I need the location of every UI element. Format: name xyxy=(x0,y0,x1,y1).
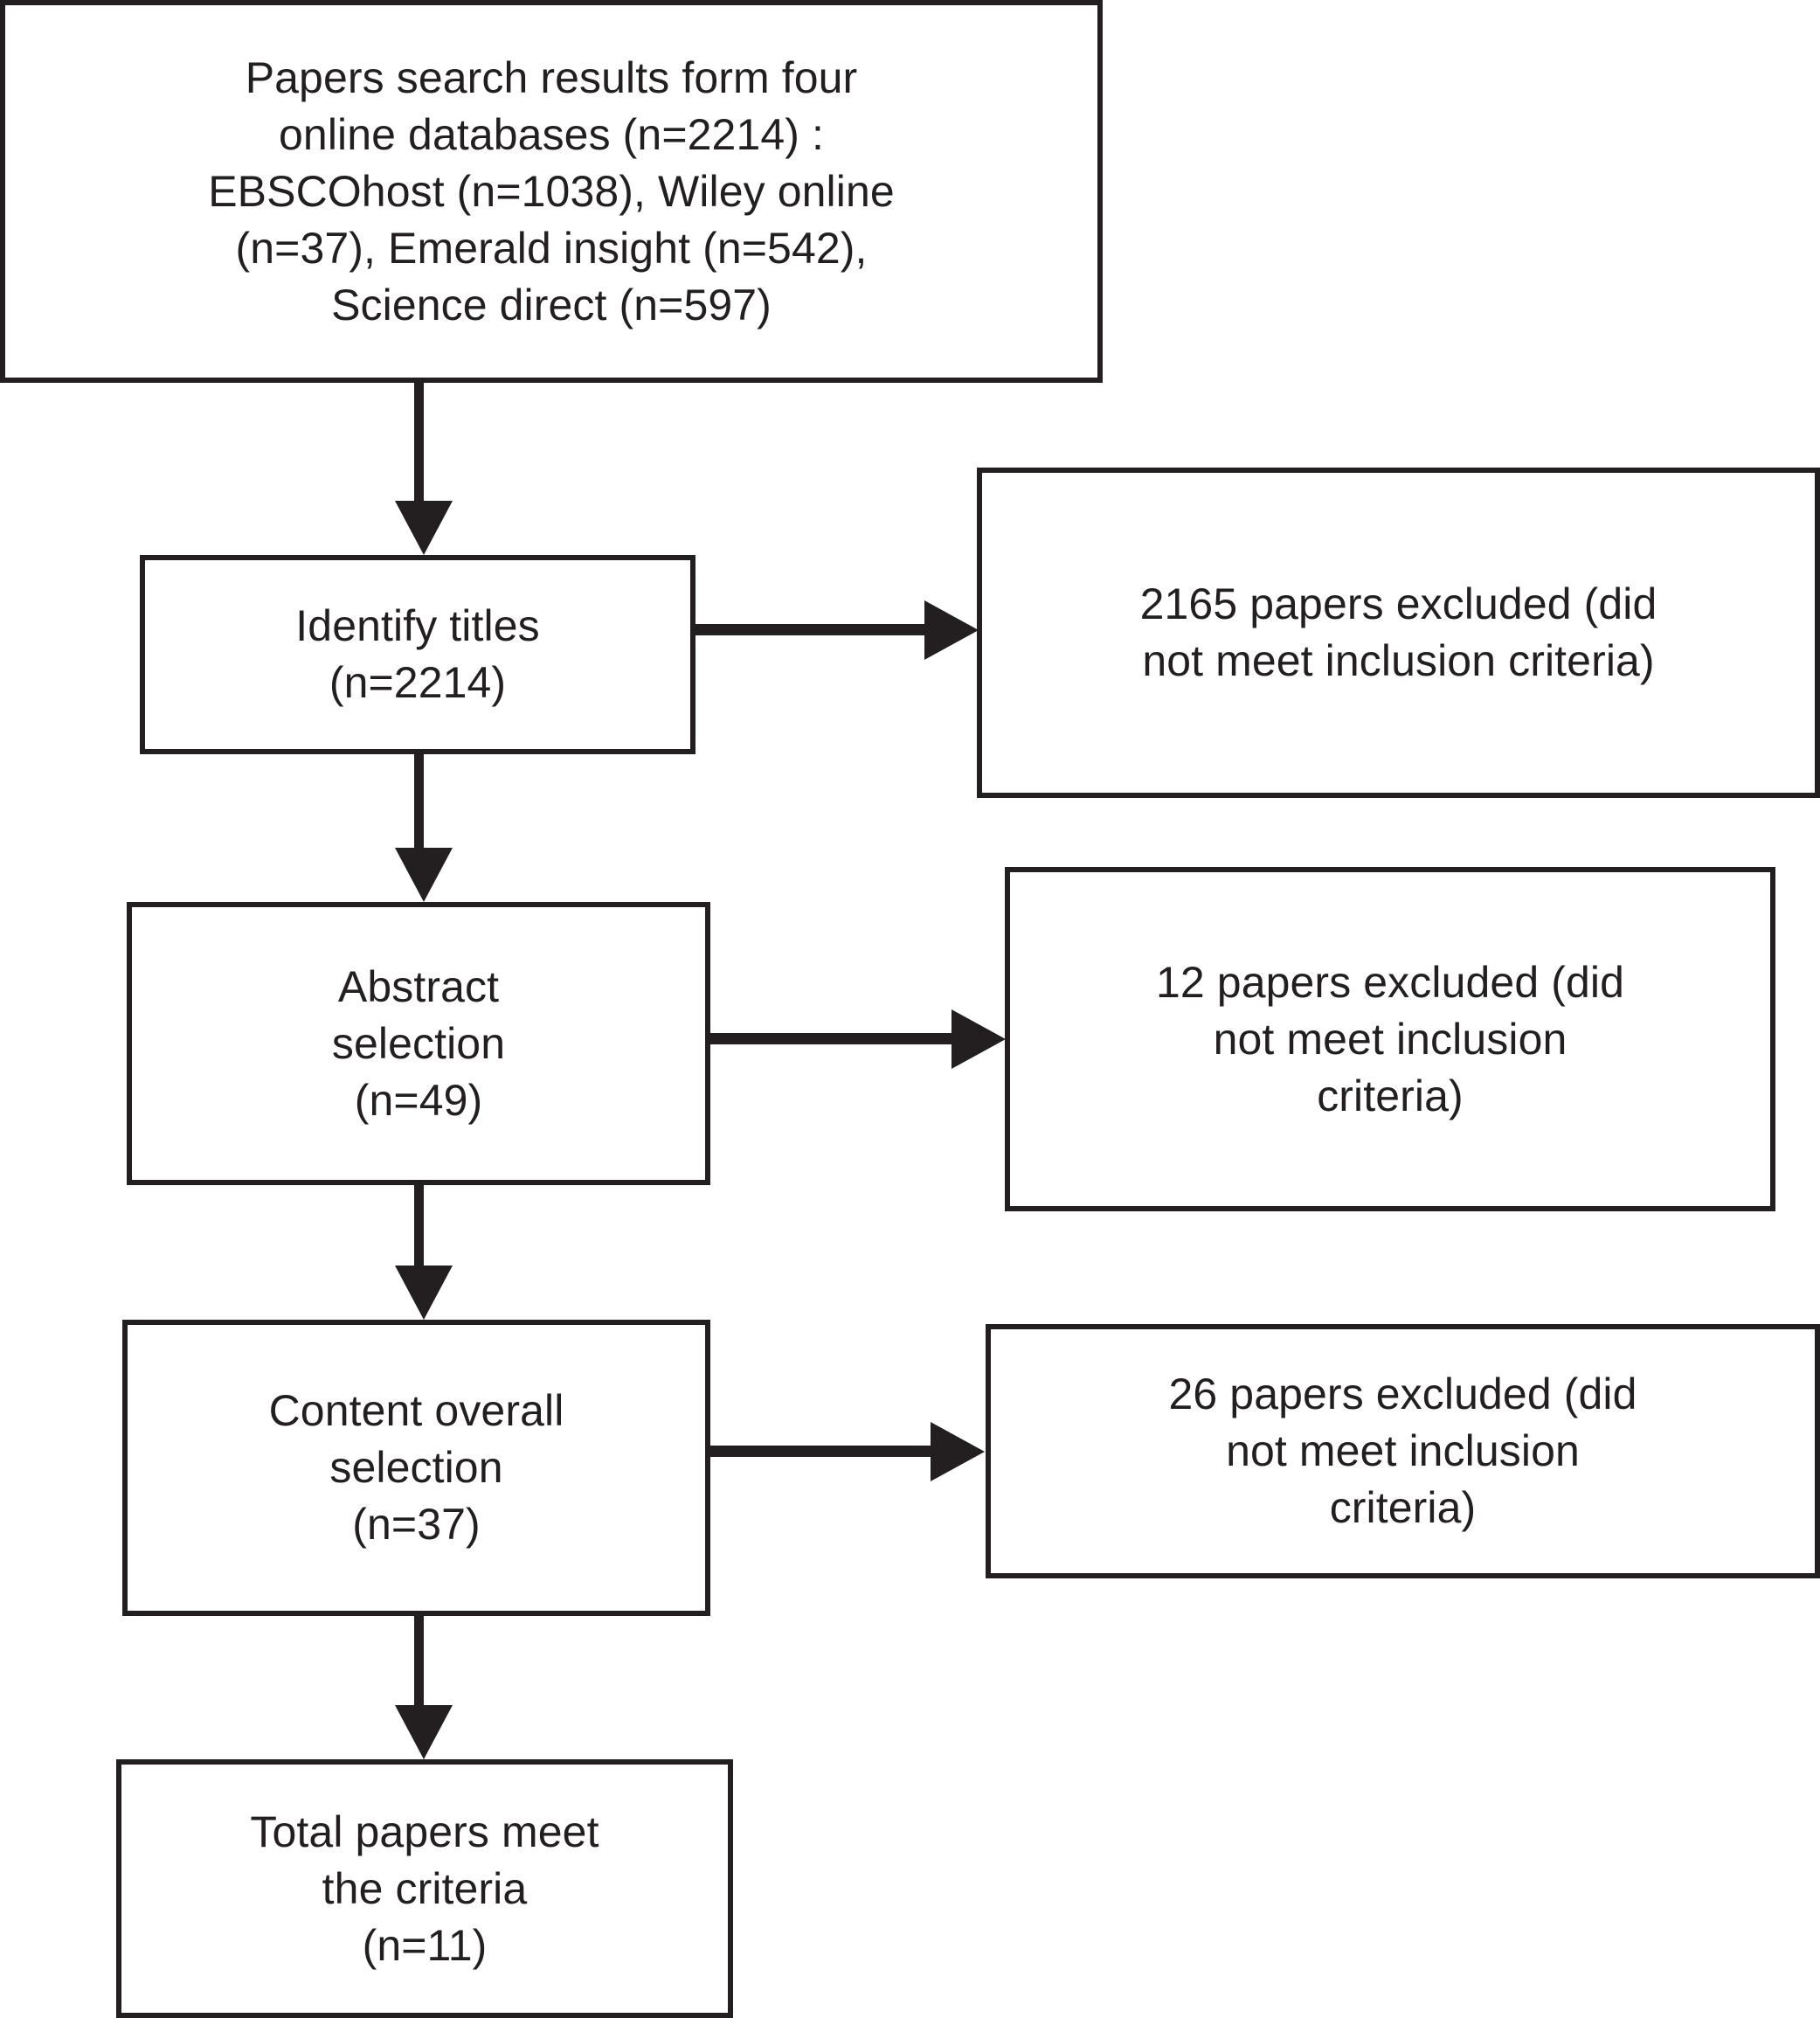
excluded-titles-box: 2165 papers excluded (did not meet inclu… xyxy=(977,468,1820,798)
search-results-box: Papers search results form four online d… xyxy=(0,0,1103,383)
excluded-content-text: 26 papers excluded (did not meet inclusi… xyxy=(1168,1370,1637,1532)
content-overall-selection-text: Content overall selection (n=37) xyxy=(268,1386,564,1549)
arrow-head-right-icon xyxy=(931,1422,985,1481)
arrow-shaft xyxy=(414,752,424,853)
arrow-head-down-icon xyxy=(395,1705,453,1759)
arrow-shaft xyxy=(710,1033,955,1044)
excluded-titles-text: 2165 papers excluded (did not meet inclu… xyxy=(1139,579,1657,685)
arrow-shaft xyxy=(695,624,928,635)
arrow-head-down-icon xyxy=(395,1266,453,1320)
arrow-head-right-icon xyxy=(924,600,979,660)
identify-titles-text: Identify titles (n=2214) xyxy=(295,601,540,707)
arrow-shaft xyxy=(414,379,424,506)
arrow-shaft xyxy=(414,1183,424,1271)
excluded-abstract-text: 12 papers excluded (did not meet inclusi… xyxy=(1156,957,1624,1120)
content-overall-selection-box: Content overall selection (n=37) xyxy=(122,1320,710,1616)
excluded-content-box: 26 papers excluded (did not meet inclusi… xyxy=(986,1324,1820,1578)
total-papers-text: Total papers meet the criteria (n=11) xyxy=(250,1806,599,1970)
arrow-head-right-icon xyxy=(952,1009,1006,1069)
arrow-shaft xyxy=(414,1614,424,1710)
total-papers-box: Total papers meet the criteria (n=11) xyxy=(116,1759,733,2018)
identify-titles-box: Identify titles (n=2214) xyxy=(140,555,695,754)
arrow-head-down-icon xyxy=(395,501,453,555)
arrow-head-down-icon xyxy=(395,848,453,902)
abstract-selection-text: Abstract selection (n=49) xyxy=(331,961,506,1125)
search-results-text: Papers search results form four online d… xyxy=(208,52,895,329)
excluded-abstract-box: 12 papers excluded (did not meet inclusi… xyxy=(1005,867,1775,1211)
abstract-selection-box: Abstract selection (n=49) xyxy=(127,902,710,1185)
arrow-shaft xyxy=(710,1446,934,1457)
